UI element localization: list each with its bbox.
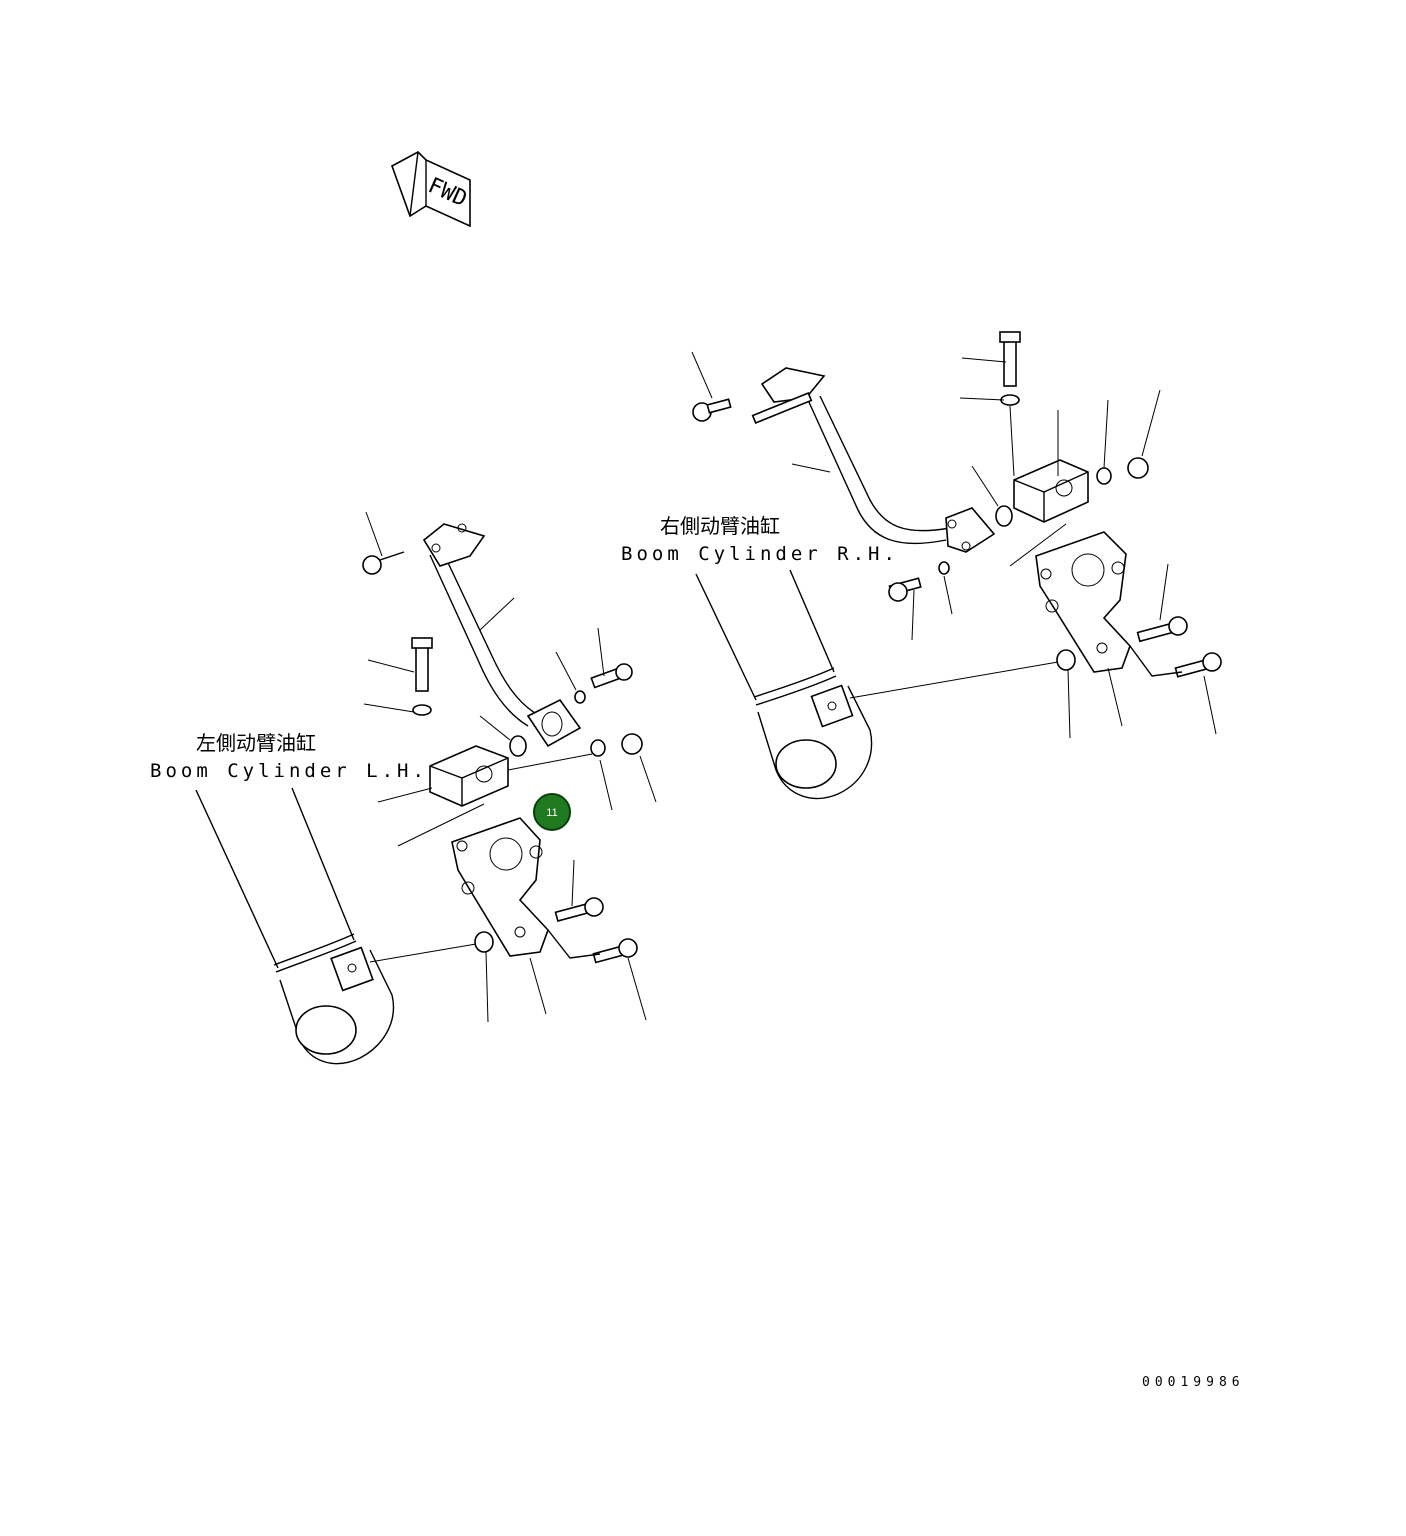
left-pipe [422, 523, 582, 757]
part-callout-11[interactable]: 11 [533, 793, 571, 831]
right-label-cn: 右側动臂油缸 [660, 514, 780, 538]
drawing-number: 00019986 [1142, 1375, 1245, 1390]
left-cylinder-body [195, 787, 395, 1065]
fwd-arrow-icon: FWD [391, 151, 471, 228]
right-label-en: Boom Cylinder R.H. [621, 543, 899, 565]
callout-number[interactable]: 11 [546, 807, 557, 819]
left-valve-block [429, 745, 509, 807]
left-bracket [451, 817, 601, 959]
right-boom-cylinder-assembly: 右側动臂油缸 Boom Cylinder R.H. [621, 331, 1222, 800]
right-leader-lines [691, 351, 1217, 739]
right-cylinder-body [695, 569, 873, 800]
left-label-cn: 左側动臂油缸 [196, 731, 316, 755]
left-bolts [362, 551, 643, 964]
right-bracket [1035, 531, 1183, 677]
callout-circle[interactable] [533, 793, 571, 831]
left-leader-lines [363, 511, 657, 1023]
left-label-en: Boom Cylinder L.H. [150, 760, 428, 782]
right-valve-block [1013, 459, 1089, 523]
left-boom-cylinder-assembly: 左側动臂油缸 Boom Cylinder L.H. [150, 511, 657, 1065]
right-pipe [751, 367, 1013, 553]
